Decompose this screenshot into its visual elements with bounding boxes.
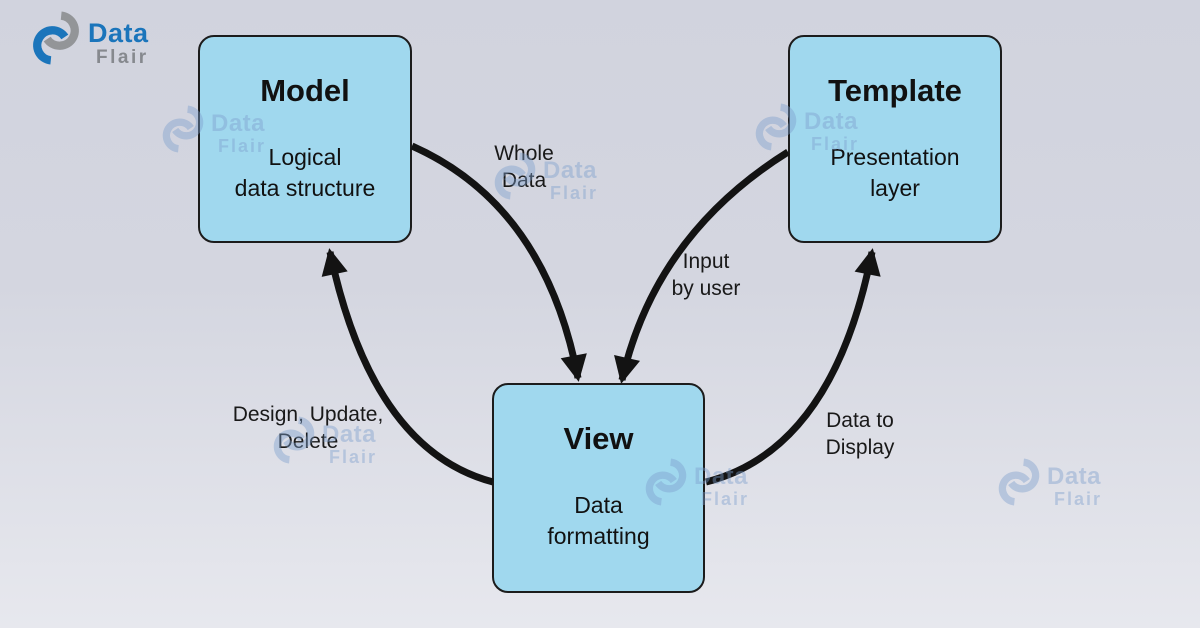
brand-name-data: Data bbox=[88, 18, 149, 48]
node-template-subtitle: Presentation layer bbox=[830, 144, 960, 202]
watermark-text-flair: Flair bbox=[701, 489, 750, 509]
watermark-text-flair: Flair bbox=[1054, 489, 1103, 509]
watermark-text-flair: Flair bbox=[550, 183, 599, 203]
node-model: Model Logical data structure bbox=[198, 35, 412, 243]
node-template-title: Template bbox=[828, 73, 962, 108]
node-view-title: View bbox=[563, 421, 634, 456]
node-template: Template Presentation layer bbox=[788, 35, 1002, 243]
node-view: View Data formatting bbox=[492, 383, 705, 593]
edge-label-whole-data: Whole Data bbox=[494, 142, 554, 192]
dataflair-logo-icon bbox=[33, 11, 79, 65]
edge-label-input-by-user: Input by user bbox=[671, 250, 741, 300]
edge-label-data-to-display: Data to Display bbox=[825, 409, 895, 459]
node-view-subtitle: Data formatting bbox=[547, 492, 650, 550]
dataflair-logo: Data Flair bbox=[30, 8, 149, 68]
edge-label-design-update-delete: Design, Update, Delete bbox=[232, 403, 384, 453]
brand-name-flair: Flair bbox=[96, 47, 149, 68]
dataflair-logo-text: Data Flair bbox=[88, 18, 149, 68]
node-model-title: Model bbox=[260, 73, 350, 108]
dataflair-watermark-icon bbox=[996, 456, 1042, 508]
node-model-subtitle: Logical data structure bbox=[234, 144, 376, 202]
dataflair-watermark: Data Flair bbox=[996, 456, 1102, 508]
watermark-text-data: Data bbox=[1047, 463, 1102, 490]
